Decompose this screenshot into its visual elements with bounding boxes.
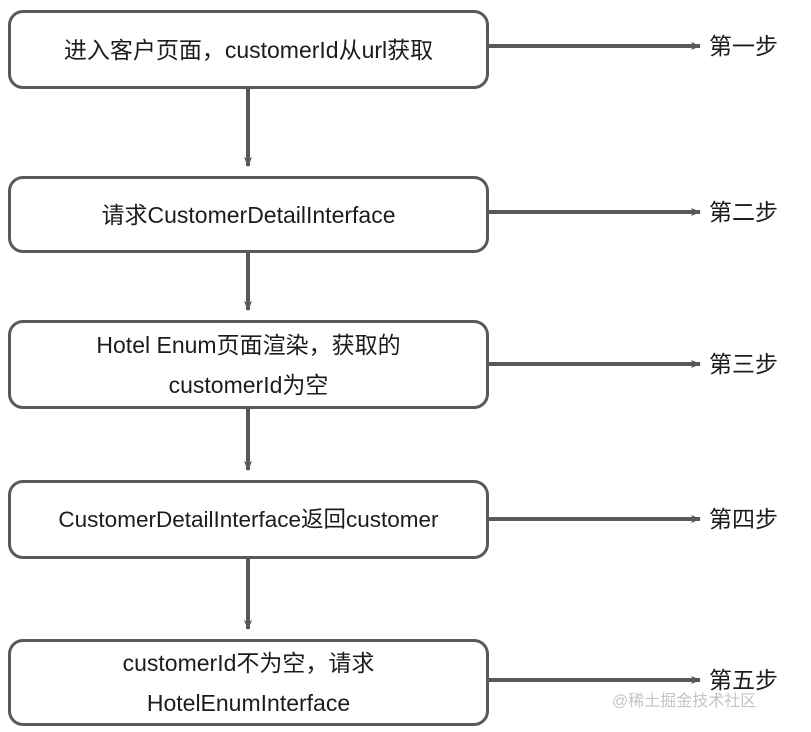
flow-node-5[interactable]: customerId不为空，请求 HotelEnumInterface [8, 639, 489, 726]
step-label-2: 第二步 [709, 199, 778, 225]
step-label-4: 第四步 [709, 506, 778, 532]
flow-node-1[interactable]: 进入客户页面，customerId从url获取 [8, 10, 489, 89]
flow-node-3[interactable]: Hotel Enum页面渲染，获取的 customerId为空 [8, 320, 489, 409]
flow-node-5-label: customerId不为空，请求 HotelEnumInterface [122, 649, 375, 716]
step-label-3: 第三步 [709, 351, 778, 377]
flow-node-2-label: 请求CustomerDetailInterface [101, 201, 396, 228]
watermark: @稀土掘金技术社区 [612, 693, 757, 710]
step-label-1: 第一步 [709, 33, 778, 59]
flow-node-3-label: Hotel Enum页面渲染，获取的 customerId为空 [96, 331, 401, 398]
flow-node-4-label: CustomerDetailInterface返回customer [58, 506, 439, 532]
flow-node-1-label: 进入客户页面，customerId从url获取 [63, 36, 434, 63]
flow-node-2[interactable]: 请求CustomerDetailInterface [8, 176, 489, 253]
flow-node-4[interactable]: CustomerDetailInterface返回customer [8, 480, 489, 559]
step-label-5: 第五步 [709, 667, 778, 693]
